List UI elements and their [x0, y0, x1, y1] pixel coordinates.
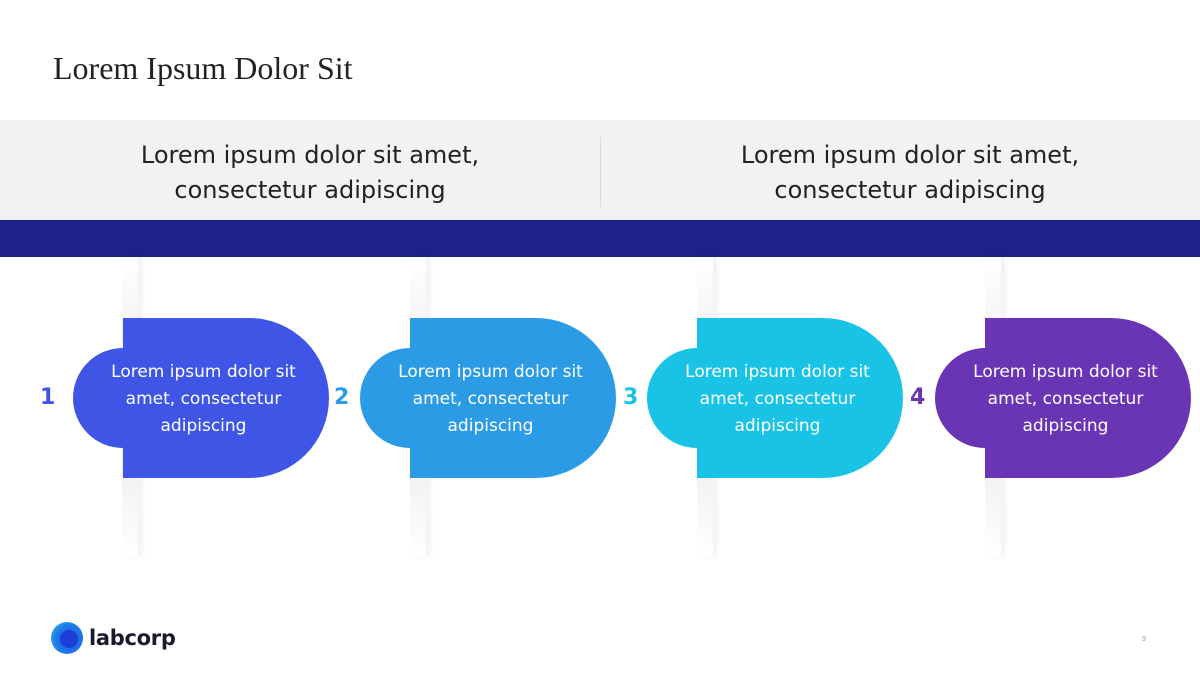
step-shape-1: Lorem ipsum dolor sit amet, consectetur … [66, 318, 329, 478]
step-4-line-2: amet, consectetur [987, 389, 1144, 409]
band-divider [600, 137, 601, 207]
step-shape-bg-4 [935, 318, 1191, 478]
band-text-right: Lorem ipsum dolor sit amet, consectetur … [610, 138, 1200, 208]
step-text-1: Lorem ipsum dolor sit amet, consectetur … [96, 359, 311, 440]
step-shape-bg-1 [73, 318, 329, 478]
step-1-line-3: adipiscing [160, 416, 247, 436]
step-text-2: Lorem ipsum dolor sit amet, consectetur … [383, 359, 598, 440]
step-number-3: 3 [623, 385, 639, 410]
navy-bar [0, 220, 1200, 257]
step-shape-3: Lorem ipsum dolor sit amet, consectetur … [640, 318, 903, 478]
step-2-line-3: adipiscing [447, 416, 534, 436]
band-right-line-1: Lorem ipsum dolor sit amet, [740, 141, 1080, 169]
step-4-line-1: Lorem ipsum dolor sit [973, 362, 1158, 382]
step-text-4: Lorem ipsum dolor sit amet, consectetur … [958, 359, 1173, 440]
step-4-line-3: adipiscing [1022, 416, 1109, 436]
step-3-line-2: amet, consectetur [699, 389, 856, 409]
page-title: Lorem Ipsum Dolor Sit [53, 50, 353, 86]
step-number-1: 1 [40, 385, 56, 410]
labcorp-logo: labcorp [51, 622, 176, 654]
step-1-line-2: amet, consectetur [125, 389, 282, 409]
step-shape-4: Lorem ipsum dolor sit amet, consectetur … [928, 318, 1191, 478]
logo-text: labcorp [89, 626, 176, 650]
band-left-line-2: consectetur adipiscing [174, 176, 446, 204]
step-number-2: 2 [334, 385, 350, 410]
step-2-line-2: amet, consectetur [412, 389, 569, 409]
step-3-line-1: Lorem ipsum dolor sit [685, 362, 870, 382]
step-3-line-3: adipiscing [734, 416, 821, 436]
step-2-line-1: Lorem ipsum dolor sit [398, 362, 583, 382]
step-text-3: Lorem ipsum dolor sit amet, consectetur … [670, 359, 885, 440]
step-shape-bg-3 [647, 318, 903, 478]
band-text-left: Lorem ipsum dolor sit amet, consectetur … [10, 138, 610, 208]
step-shape-2: Lorem ipsum dolor sit amet, consectetur … [353, 318, 616, 478]
band-right-line-2: consectetur adipiscing [774, 176, 1046, 204]
step-number-4: 4 [910, 385, 926, 410]
labcorp-logo-icon [51, 622, 83, 654]
page-number: 9 [1142, 636, 1146, 643]
step-1-line-1: Lorem ipsum dolor sit [111, 362, 296, 382]
step-shape-bg-2 [360, 318, 616, 478]
band-left-line-1: Lorem ipsum dolor sit amet, [140, 141, 480, 169]
